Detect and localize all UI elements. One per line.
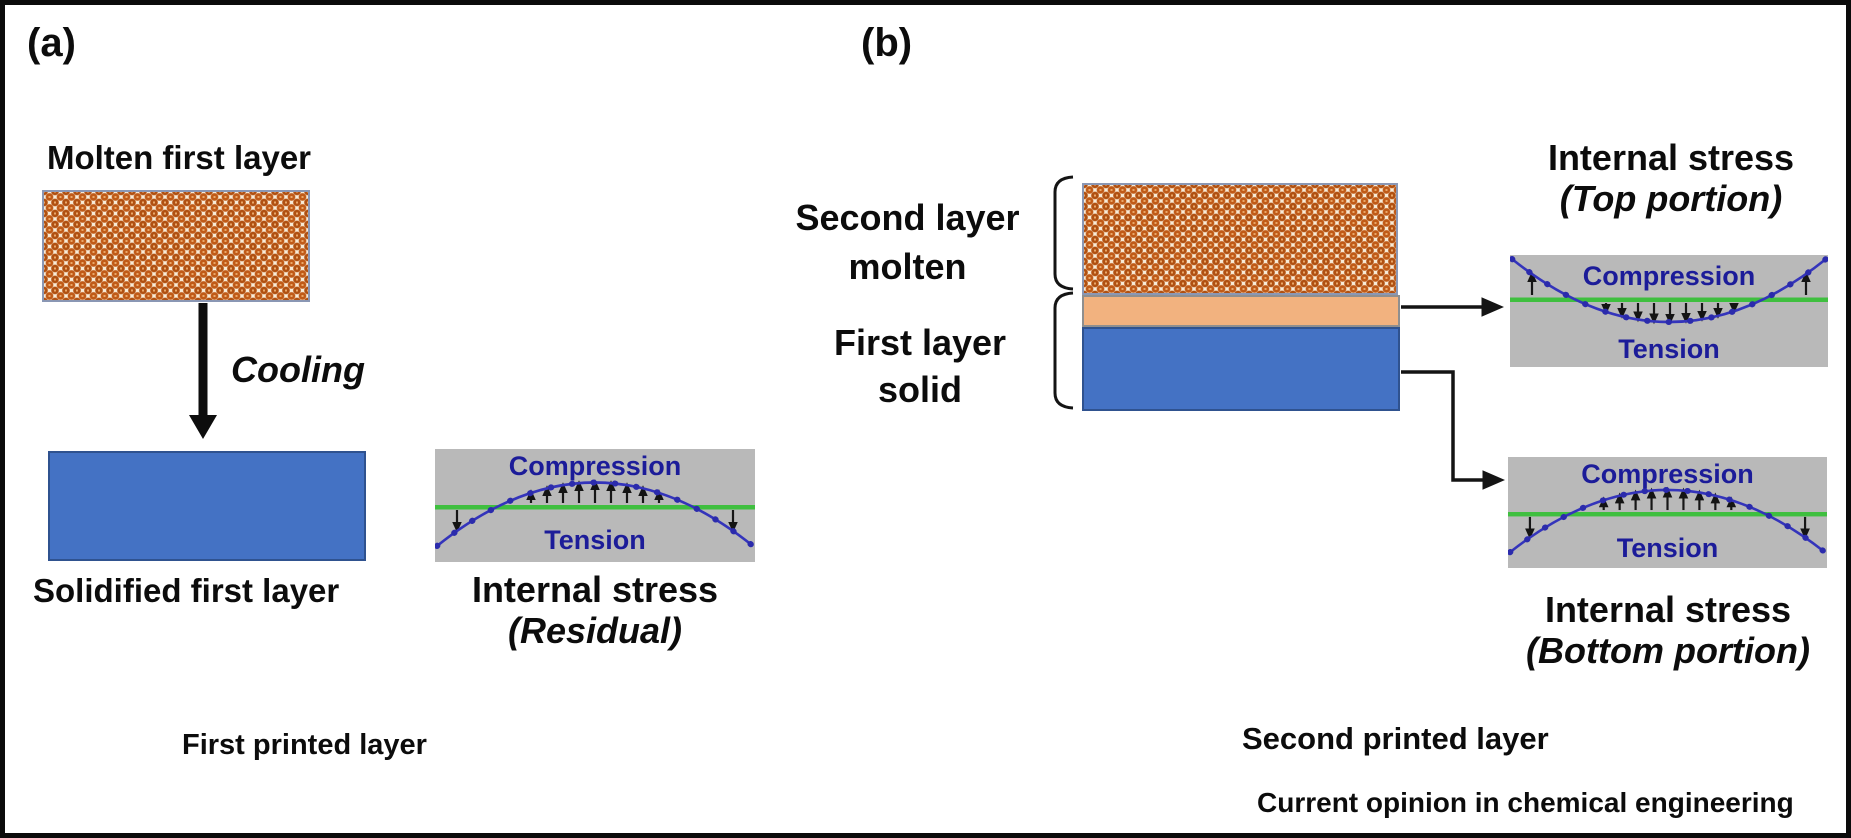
top-portion-title: Internal stress bbox=[1547, 137, 1795, 178]
connector-overlay bbox=[189, 175, 1505, 490]
bracket-first-layer bbox=[1053, 291, 1074, 410]
cooling-arrow bbox=[189, 303, 217, 439]
stress-arrows bbox=[1525, 486, 1810, 540]
bottom-portion-subtitle: (Bottom portion) bbox=[1526, 630, 1810, 671]
second-layer-molten-rect bbox=[1082, 183, 1398, 295]
panel-b-caption: Second printed layer bbox=[1242, 721, 1549, 756]
stress-curve-markers bbox=[1510, 256, 1828, 325]
residual-stress-subtitle: (Residual) bbox=[507, 610, 683, 651]
journal-note: Current opinion in chemical engineering bbox=[1257, 787, 1794, 818]
bracket-second-layer bbox=[1053, 175, 1074, 291]
neutral-axis-line bbox=[1508, 512, 1827, 517]
molten-first-layer-label: Molten first layer bbox=[46, 139, 312, 176]
stress-curve-markers bbox=[1508, 486, 1827, 556]
molten-first-layer-rect bbox=[42, 190, 310, 302]
second-layer-molten-line2: molten bbox=[848, 246, 967, 287]
panel-a-caption: First printed layer bbox=[182, 729, 427, 761]
stress-diagram-top-plot bbox=[1510, 255, 1828, 367]
stress-arrows bbox=[1527, 271, 1811, 325]
stress-diagram-bottom-plot bbox=[1508, 457, 1827, 568]
bottom-portion-title: Internal stress bbox=[1544, 589, 1792, 630]
panel-a-label: (a) bbox=[27, 21, 76, 65]
first-layer-solid-label: First layer solid bbox=[800, 319, 1040, 413]
first-layer-solid-line2: solid bbox=[877, 369, 962, 410]
stress-curve-markers bbox=[435, 479, 755, 549]
residual-stress-title-block: Internal stress (Residual) bbox=[420, 569, 770, 651]
panel-b-label: (b) bbox=[861, 21, 913, 65]
neutral-axis-line bbox=[1510, 297, 1828, 302]
neutral-axis-line bbox=[435, 505, 755, 510]
first-layer-solid-line1: First layer bbox=[833, 322, 1007, 363]
compression-label: Compression bbox=[1582, 261, 1756, 291]
interface-layer-rect bbox=[1082, 295, 1400, 327]
cooling-label: Cooling bbox=[231, 349, 365, 390]
compression-label: Compression bbox=[508, 451, 682, 481]
connector-arrow-bottom bbox=[1401, 370, 1505, 490]
tension-label: Tension bbox=[1618, 334, 1720, 364]
residual-stress-title: Internal stress bbox=[471, 569, 719, 610]
second-layer-molten-label: Second layer molten bbox=[775, 193, 1040, 291]
solidified-first-layer-rect bbox=[48, 451, 366, 561]
stress-arrows bbox=[452, 479, 738, 533]
first-layer-solid-rect bbox=[1082, 327, 1400, 411]
stress-diagram-bottom-portion: Compression Tension bbox=[1508, 457, 1827, 568]
tension-label: Tension bbox=[544, 525, 646, 555]
second-layer-molten-line1: Second layer bbox=[795, 197, 1020, 238]
stress-diagram-top-portion: Compression Tension bbox=[1510, 255, 1828, 367]
solidified-first-layer-label: Solidified first layer bbox=[33, 572, 340, 609]
top-portion-title-block: Internal stress (Top portion) bbox=[1499, 137, 1843, 219]
compression-label: Compression bbox=[1581, 459, 1754, 489]
top-portion-subtitle: (Top portion) bbox=[1559, 178, 1783, 219]
bottom-portion-title-block: Internal stress (Bottom portion) bbox=[1493, 589, 1843, 671]
tension-label: Tension bbox=[1616, 533, 1719, 563]
stress-diagram-residual-plot bbox=[435, 449, 755, 562]
stress-diagram-residual: Compression Tension bbox=[435, 449, 755, 562]
